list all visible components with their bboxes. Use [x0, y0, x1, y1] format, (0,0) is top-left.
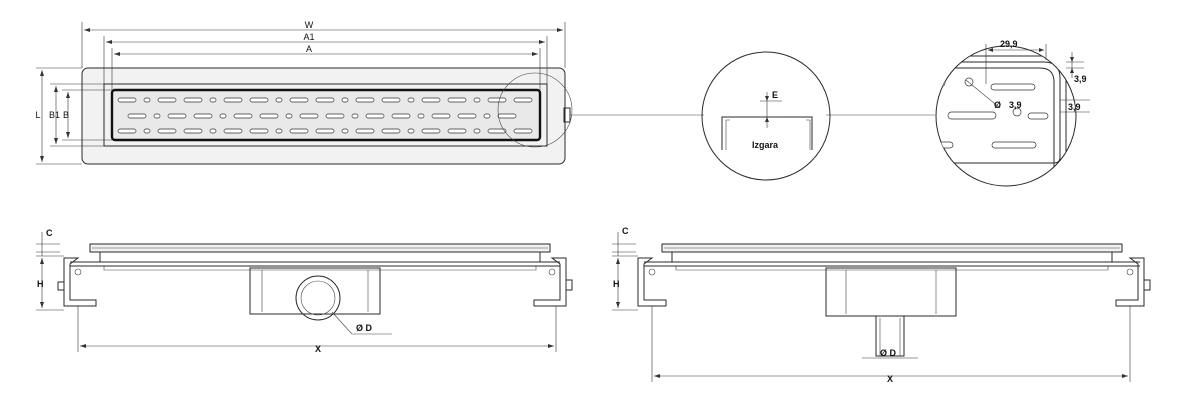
- grate-slot: [351, 113, 359, 119]
- grate-slot: [417, 113, 425, 119]
- grate-slot: [299, 113, 319, 119]
- grate-slot: [341, 128, 349, 134]
- detail-circle-grate: [701, 51, 831, 181]
- grate-slot: [249, 97, 269, 103]
- right-outlet-pipe: [875, 315, 905, 357]
- grate-slot: [391, 113, 411, 119]
- grate-slot: [219, 113, 227, 119]
- label-w: W: [305, 20, 314, 30]
- grate-slot: [289, 128, 309, 134]
- label-a: A: [306, 44, 312, 54]
- label-3-9-top: 3,9: [1074, 74, 1087, 84]
- label-h-right: H: [613, 279, 620, 289]
- grate-slot: [513, 128, 533, 134]
- grate-slot: [497, 113, 517, 119]
- grate-slot: [167, 113, 187, 119]
- grate-slot: [325, 113, 345, 119]
- grate-slot: [341, 97, 349, 103]
- grate-slot: [473, 97, 481, 103]
- label-phi-hole: Ø: [994, 100, 1001, 110]
- label-x-left: X: [315, 344, 321, 354]
- right-sump: [825, 267, 957, 317]
- grate-slot: [285, 113, 293, 119]
- grate-slot: [421, 97, 441, 103]
- grate-slot: [117, 97, 137, 103]
- detail-corner-zoom: 29,9 3,9 3,9 Ø 3,9: [935, 39, 1090, 187]
- label-a1: A1: [303, 32, 314, 42]
- grate-slot: [249, 128, 269, 134]
- detail-circle-corner: [935, 45, 1077, 187]
- grate-slot: [289, 97, 309, 103]
- grate-slot: [421, 128, 441, 134]
- grate-slot: [223, 128, 243, 134]
- grate-slot: [183, 128, 203, 134]
- label-d-left: Ø D: [356, 323, 373, 333]
- grate-slot: [407, 128, 415, 134]
- label-3-9-hole: 3,9: [1009, 100, 1022, 110]
- grate-slot: [315, 97, 335, 103]
- grate-slot: [117, 128, 137, 134]
- top-view: W A1 A L B1 B: [35, 20, 704, 165]
- grate-slot: [157, 128, 177, 134]
- grate-slot: [483, 113, 491, 119]
- grate-slot: [209, 128, 217, 134]
- label-h-left: H: [37, 279, 44, 289]
- left-sump: [249, 267, 381, 315]
- grate-slot: [431, 113, 451, 119]
- label-29-9: 29,9: [1000, 39, 1018, 49]
- grate-slot: [143, 128, 151, 134]
- grate-slots: [117, 97, 533, 134]
- grate-slot: [275, 97, 283, 103]
- label-c-left: C: [46, 228, 53, 238]
- label-b: B: [63, 110, 69, 120]
- label-e: E: [772, 90, 778, 100]
- label-x-right: X: [887, 374, 893, 384]
- grate-slot: [143, 97, 151, 103]
- detail-grate-profile: E Izgara: [701, 51, 935, 181]
- left-outlet-pipe: [295, 275, 341, 321]
- grate-slot: [381, 97, 401, 103]
- grate-slot: [223, 97, 243, 103]
- grate-slot: [193, 113, 213, 119]
- channel-body: [103, 83, 548, 147]
- label-izgara: Izgara: [752, 140, 779, 150]
- grate-slot: [233, 113, 253, 119]
- grate-slot: [447, 128, 467, 134]
- grate-slot: [473, 128, 481, 134]
- grate-slot: [183, 97, 203, 103]
- grate-slot: [153, 113, 161, 119]
- grate-slot: [209, 97, 217, 103]
- grate-slot: [381, 128, 401, 134]
- side-view-left: Ø D C H X: [36, 228, 573, 354]
- detail-circle-marker: [497, 72, 573, 148]
- grate-slot: [157, 97, 177, 103]
- grate-slot: [315, 128, 335, 134]
- label-b1: B1: [49, 110, 60, 120]
- label-l: L: [35, 110, 40, 120]
- grate-slot: [259, 113, 279, 119]
- label-3-9-side: 3,9: [1068, 102, 1081, 112]
- grate-slot: [275, 128, 283, 134]
- side-view-right: Ø D C H X: [612, 226, 1151, 384]
- grate-slot: [487, 128, 507, 134]
- grate-slot: [355, 97, 375, 103]
- grate-slot: [513, 97, 533, 103]
- label-c-right: C: [622, 226, 629, 236]
- grate-slot: [447, 97, 467, 103]
- grate-slot: [407, 97, 415, 103]
- label-d-right: Ø D: [880, 348, 897, 358]
- grate-slot: [365, 113, 385, 119]
- grate-slot: [457, 113, 477, 119]
- grate-slot: [487, 97, 507, 103]
- grate-slot: [127, 113, 147, 119]
- grate-slot: [355, 128, 375, 134]
